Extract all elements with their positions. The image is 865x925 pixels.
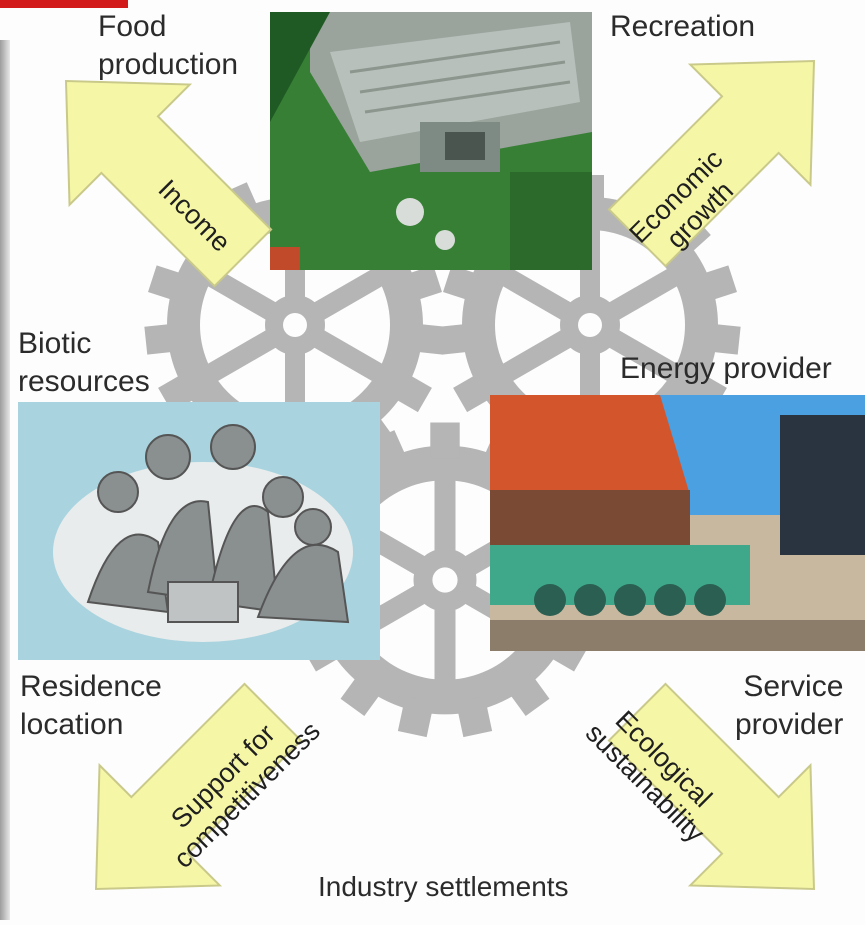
label-biotic-resources: Biotic resources <box>18 325 150 401</box>
sawmill-photo <box>490 395 865 651</box>
arrow-icon <box>64 79 273 288</box>
label-industry-settlements: Industry settlements <box>318 871 569 902</box>
label-residence-location: Residence location <box>20 668 162 744</box>
label-line: location <box>20 708 124 741</box>
label-line: Biotic <box>18 327 92 360</box>
label-line: production <box>98 48 239 81</box>
label-line: provider <box>735 708 844 741</box>
arrow-icon <box>607 682 816 891</box>
label-food-production: Food production <box>98 8 238 84</box>
label-energy-provider: Energy provider <box>620 352 832 385</box>
label-line: resources <box>18 365 150 398</box>
arrow-icon <box>94 682 303 891</box>
left-edge-shadow <box>0 40 10 920</box>
people-sketch-image <box>18 402 380 660</box>
label-service-provider: Service provider <box>735 668 843 744</box>
red-corner-mark <box>0 0 128 8</box>
label-line: Food <box>98 10 167 43</box>
label-line: Residence <box>20 670 162 703</box>
label-line: Service <box>743 670 844 703</box>
aerial-photo <box>270 12 592 270</box>
label-recreation: Recreation <box>610 10 756 43</box>
arrow-icon <box>607 59 816 268</box>
